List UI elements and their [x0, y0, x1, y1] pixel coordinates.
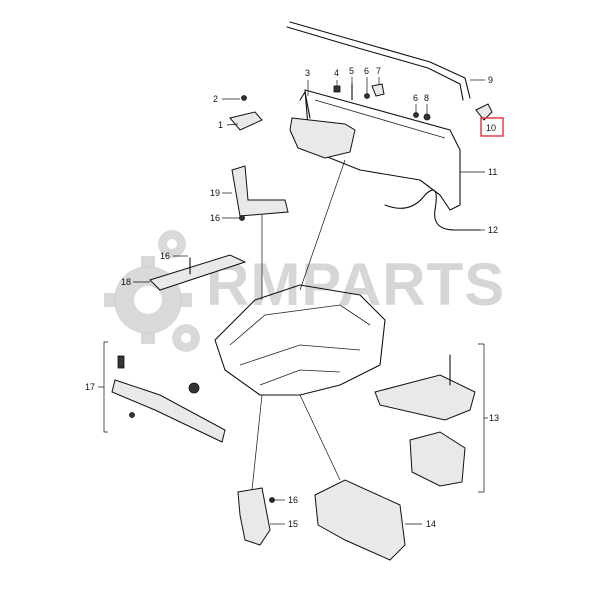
part-15-bracket[interactable]	[237, 487, 271, 546]
part-4-nut[interactable]	[333, 85, 341, 93]
callout-14: 14	[426, 519, 436, 529]
part-11-lining[interactable]	[304, 89, 461, 211]
callout-1: 1	[218, 120, 223, 130]
part-6-washer-second[interactable]	[413, 112, 419, 118]
callout-18: 18	[121, 277, 131, 287]
part-17-front-panel[interactable]	[111, 355, 226, 443]
callout-2: 2	[213, 94, 218, 104]
callout-4: 4	[334, 68, 339, 78]
callout-16-mid: 16	[160, 251, 170, 261]
gear-icon	[158, 230, 186, 258]
callout-labels: 1 2 3 4 5 6 7 6 8 9 10 11 12 13 14 15 16…	[85, 66, 504, 529]
callout-6: 6	[364, 66, 369, 76]
callout-9: 9	[488, 75, 493, 85]
part-3-tray[interactable]	[289, 91, 356, 159]
part-6-washer[interactable]	[364, 93, 370, 99]
part-1-bracket[interactable]	[229, 111, 263, 131]
part-14-shield[interactable]	[314, 479, 406, 561]
part-7-bracket[interactable]	[371, 83, 385, 97]
part-19-bracket[interactable]	[231, 165, 289, 217]
callout-10: 10	[486, 123, 496, 133]
watermark: RMPARTS	[104, 230, 505, 352]
part-2-bolt[interactable]	[241, 95, 247, 101]
callout-5: 5	[349, 66, 354, 76]
part-9-seal-strip[interactable]	[286, 21, 471, 101]
gear-icon	[172, 324, 200, 352]
callout-19: 19	[210, 188, 220, 198]
part-8-nut[interactable]	[423, 113, 431, 121]
callout-16-lower: 16	[288, 495, 298, 505]
part-10-clip[interactable]	[475, 103, 493, 121]
part-13-side-panel[interactable]	[374, 354, 476, 487]
callout-6-second: 6	[413, 93, 418, 103]
callout-16-upper: 16	[210, 213, 220, 223]
callout-12: 12	[488, 225, 498, 235]
callout-7: 7	[376, 66, 381, 76]
part-18-crossmember[interactable]	[149, 254, 247, 291]
watermark-text: RMPARTS	[206, 251, 505, 318]
callout-8: 8	[424, 93, 429, 103]
leader-lines	[98, 77, 488, 525]
callout-11: 11	[488, 167, 497, 177]
part-16-nut-upper[interactable]	[239, 215, 245, 221]
callout-13: 13	[489, 413, 499, 423]
callout-17: 17	[85, 382, 95, 392]
part-12-cable[interactable]	[384, 189, 481, 231]
callout-3: 3	[305, 68, 310, 78]
front-body-shell[interactable]	[214, 284, 386, 396]
highlight-box	[480, 117, 504, 137]
callout-15: 15	[288, 519, 298, 529]
